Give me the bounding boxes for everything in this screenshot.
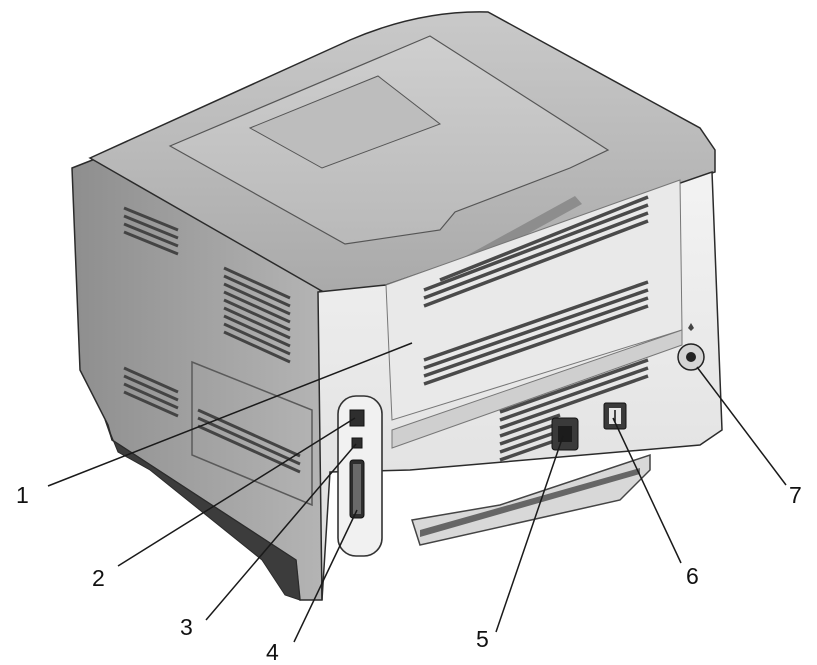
security-slot (677, 323, 705, 371)
leader-line-1 (47, 342, 413, 487)
port-panel (337, 395, 383, 557)
leader-line-5 (495, 435, 564, 633)
rear-vent-top (423, 195, 649, 308)
callout-5: 5 (476, 626, 489, 652)
callout-1: 1 (16, 482, 29, 508)
side-vents (123, 206, 301, 474)
leader-line-4 (293, 509, 358, 643)
leader-line-2 (117, 417, 356, 567)
side-vent-upper (123, 206, 179, 256)
rear-seam-band (391, 329, 683, 449)
leader-line-7 (696, 366, 787, 486)
callout-6: 6 (686, 563, 699, 589)
callout-2: 2 (92, 565, 105, 591)
leader-line-6 (612, 417, 682, 564)
rear-vents (423, 195, 649, 462)
rear-duplex-slot (420, 468, 640, 537)
side-access-panel (191, 360, 313, 507)
side-vent-lower (123, 366, 301, 474)
power-socket (551, 417, 579, 451)
paper-stop (248, 75, 442, 169)
left-base-shadow (104, 419, 301, 601)
callout-numbers: 1 2 3 4 5 6 7 (16, 482, 802, 665)
lock-icon (688, 323, 694, 331)
leader-line-3 (205, 443, 357, 621)
power-switch (603, 402, 627, 430)
ethernet-port (349, 409, 365, 427)
leader-lines (47, 342, 787, 643)
rear-vent-lower (499, 358, 649, 462)
rear-vent-middle (423, 280, 649, 386)
callout-4: 4 (266, 639, 279, 665)
callout-3: 3 (180, 614, 193, 640)
side-vent-middle (223, 266, 291, 364)
callout-7: 7 (789, 482, 802, 508)
usb-port (351, 437, 363, 449)
